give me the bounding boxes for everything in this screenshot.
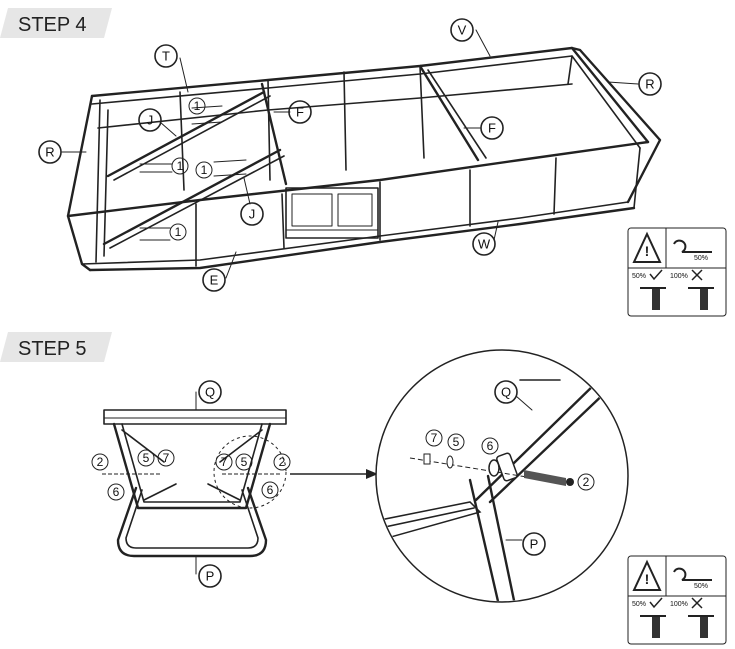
svg-text:!: ! — [645, 571, 650, 587]
part-right-6: 6 — [267, 483, 274, 497]
label-J-bottom: J — [249, 207, 256, 222]
bolt-markers — [139, 105, 247, 241]
warning-icon-2 — [632, 559, 662, 591]
step-4-header: STEP 4 — [0, 8, 112, 38]
part-left-5: 5 — [143, 451, 150, 465]
part-left-7: 7 — [163, 451, 170, 465]
check-icon — [649, 269, 663, 281]
part-right-2: 2 — [279, 455, 286, 469]
cross-icon-2 — [691, 597, 703, 609]
label-Q: Q — [205, 385, 215, 400]
torque-box-step-4: ! 50% 50% 100% — [627, 227, 727, 317]
cross-percent: 100% — [670, 273, 688, 280]
torque-percent-2: 50% — [694, 583, 708, 590]
check-percent-2: 50% — [632, 601, 646, 608]
cross-icon — [691, 269, 703, 281]
label-P-detail: P — [530, 537, 539, 552]
step-4-frame — [66, 46, 662, 272]
step-4-labels: T V R R J J F F E W 1 1 1 1 — [38, 18, 662, 292]
part-right-7: 7 — [221, 455, 228, 469]
svg-text:!: ! — [645, 243, 650, 259]
label-F-left: F — [296, 105, 304, 120]
step-4-title: STEP 4 — [18, 14, 87, 36]
step-5-frame — [102, 409, 378, 558]
warning-icon — [632, 231, 662, 263]
part-1-c: 1 — [201, 163, 208, 177]
step-5-title: STEP 5 — [18, 338, 87, 360]
label-P: P — [206, 569, 215, 584]
part-detail-6: 6 — [487, 439, 494, 453]
label-V: V — [458, 23, 467, 38]
part-right-5: 5 — [241, 455, 248, 469]
label-J-top: J — [147, 113, 154, 128]
step-5-detail: Q P 7 5 6 2 — [375, 349, 629, 603]
check-icon-2 — [649, 597, 663, 609]
part-detail-5: 5 — [453, 435, 460, 449]
label-R-right: R — [645, 77, 654, 92]
part-1-a: 1 — [194, 99, 201, 113]
cross-percent-2: 100% — [670, 601, 688, 608]
label-R-left: R — [45, 145, 54, 160]
label-E: E — [210, 273, 219, 288]
part-1-b: 1 — [177, 159, 184, 173]
torque-box-step-5: ! 50% 50% 100% — [627, 555, 727, 645]
label-F-right: F — [488, 121, 496, 136]
label-W: W — [478, 237, 491, 252]
part-detail-7: 7 — [431, 431, 438, 445]
step-5-labels: Q P 2 5 7 6 7 5 2 6 — [91, 380, 291, 588]
part-detail-2: 2 — [583, 475, 590, 489]
check-percent: 50% — [632, 273, 646, 280]
wrench-icon-2 — [673, 567, 712, 581]
part-1-d: 1 — [175, 225, 182, 239]
part-left-6: 6 — [113, 485, 120, 499]
label-Q-detail: Q — [501, 385, 511, 400]
step-5-header: STEP 5 — [0, 332, 112, 362]
wrench-icon — [673, 239, 712, 253]
torque-percent: 50% — [694, 255, 708, 262]
label-T: T — [162, 49, 170, 64]
part-left-2: 2 — [97, 455, 104, 469]
